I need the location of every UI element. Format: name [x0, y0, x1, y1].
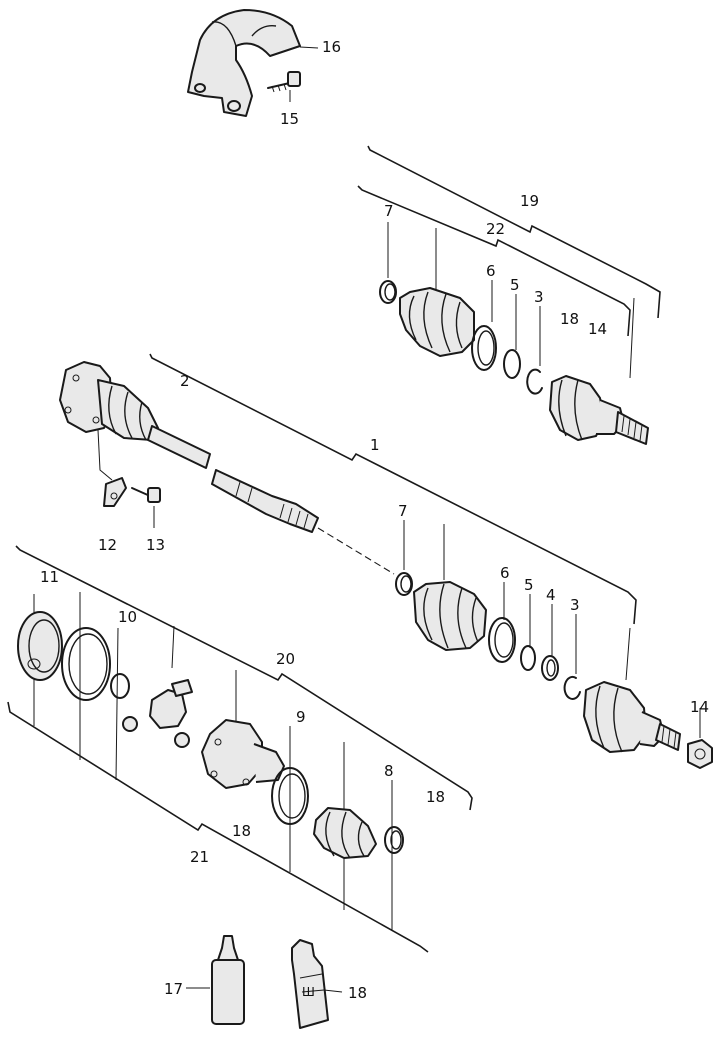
callout-9: 9 [296, 708, 306, 726]
sealant-tube: Ш [291, 939, 343, 1029]
damper-bolt [131, 487, 161, 528]
callout-18-upper: 18 [560, 310, 579, 328]
callout-5-middle: 5 [524, 576, 534, 594]
axle-shaft-inner [147, 425, 211, 469]
callout-17: 17 [164, 980, 183, 998]
small-clamp-8 [384, 826, 404, 854]
callout-22: 22 [486, 220, 505, 238]
middle-boot [413, 581, 487, 651]
callout-18-lower: 18 [232, 822, 251, 840]
upper-kit-bracket [357, 145, 661, 379]
callout-14-right: 14 [690, 698, 709, 716]
middle-outer-joint [583, 681, 681, 753]
callout-2: 2 [180, 372, 190, 390]
callout-18-right: 18 [426, 788, 445, 806]
callout-21: 21 [190, 848, 209, 866]
callout-20: 20 [276, 650, 295, 668]
callout-8: 8 [384, 762, 394, 780]
callout-18-tube: 18 [348, 984, 367, 1002]
axle-nut [687, 739, 713, 769]
callout-12: 12 [98, 536, 117, 554]
upper-boot [399, 287, 475, 357]
shield-bolt [267, 71, 301, 102]
callout-3-middle: 3 [570, 596, 580, 614]
middle-circlip-3 [563, 675, 581, 700]
upper-ring-5 [503, 349, 521, 379]
callout-labels: 16 15 19 7 22 6 5 3 18 14 2 1 12 13 7 6 … [40, 38, 709, 1002]
middle-clamp-small [395, 572, 413, 596]
callout-15: 15 [280, 110, 299, 128]
callout-16: 16 [322, 38, 341, 56]
upper-outer-joint [549, 375, 649, 445]
middle-kit-leaders [403, 520, 701, 738]
callout-7-upper: 7 [384, 202, 394, 220]
upper-circlip-3 [526, 368, 543, 395]
inner-boot [313, 807, 377, 859]
callout-6-upper: 6 [486, 262, 496, 280]
svg-text:Ш: Ш [302, 985, 315, 999]
callout-19: 19 [520, 192, 539, 210]
callout-1: 1 [370, 436, 380, 454]
callout-11: 11 [40, 568, 59, 586]
inner-cv-joint [59, 361, 159, 441]
axle-shaft-outer [211, 469, 319, 533]
main-assembly-bracket [149, 353, 637, 625]
middle-ring-4 [541, 655, 559, 681]
grease-tube [186, 935, 245, 1025]
inner-race [122, 679, 193, 748]
callout-7-middle: 7 [398, 502, 408, 520]
inner-cv-housing [201, 719, 285, 789]
callout-14-upper: 14 [588, 320, 607, 338]
gasket-ring [61, 627, 111, 701]
callout-10: 10 [118, 608, 137, 626]
heat-shield [187, 9, 319, 117]
callout-13: 13 [146, 536, 165, 554]
upper-clamp-small [379, 280, 397, 304]
callout-3-upper: 3 [534, 288, 544, 306]
middle-boot-clamp [488, 617, 516, 663]
boot-clamp-9 [271, 767, 309, 825]
callout-5-upper: 5 [510, 276, 520, 294]
middle-ring-5 [520, 645, 536, 671]
damper-bracket [97, 429, 127, 507]
callout-4: 4 [546, 586, 556, 604]
dust-cover-11 [17, 611, 63, 681]
callout-6-middle: 6 [500, 564, 510, 582]
circlip-10 [110, 673, 130, 699]
upper-boot-clamp [471, 325, 497, 371]
